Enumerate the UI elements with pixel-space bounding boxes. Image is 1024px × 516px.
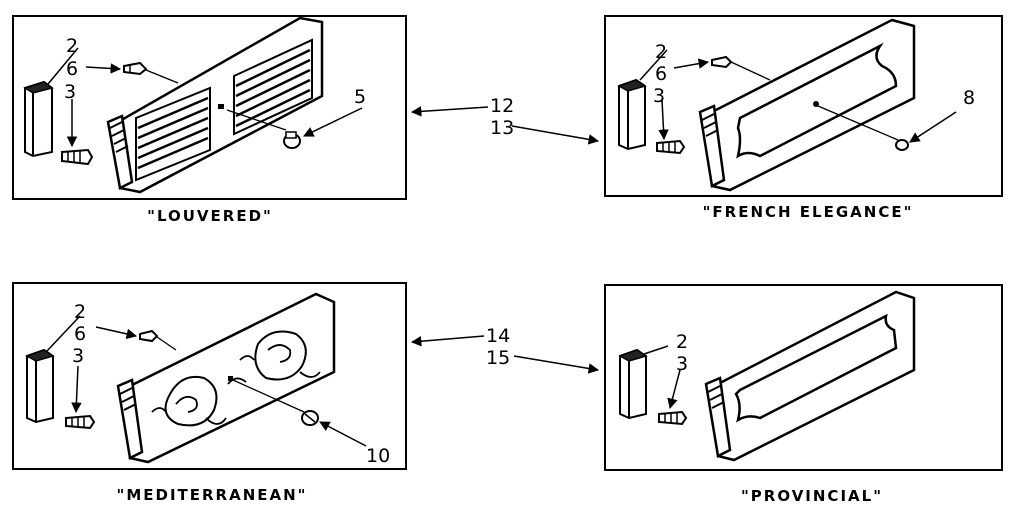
panel-french-elegance: 2 6 3 8 "FRENCH ELEGANCE": [604, 15, 1003, 221]
spacer-block: [23, 80, 54, 158]
callout-2: 2: [66, 35, 78, 57]
shared-callouts-top: 12 13: [410, 95, 600, 145]
mediterranean-panel: [116, 292, 336, 464]
panel-louvered: 2 6 3 5 "LOUVERED": [12, 15, 407, 225]
pin: [139, 329, 159, 343]
panel-caption: "FRENCH ELEGANCE": [703, 203, 914, 221]
louvered-panel: [106, 16, 324, 194]
panel-caption: "LOUVERED": [147, 207, 273, 225]
knob: [283, 131, 301, 149]
callout-10: 10: [366, 445, 390, 467]
panel-caption: "PROVINCIAL": [741, 487, 883, 505]
callout-2: 2: [74, 301, 86, 323]
callout-5: 5: [354, 86, 366, 108]
spacer-block: [618, 348, 648, 420]
panel-frame: [604, 15, 1003, 197]
spacer-block: [617, 78, 647, 151]
pin: [711, 55, 733, 69]
callout-3: 3: [653, 85, 665, 107]
panel-frame: [604, 284, 1003, 471]
provincial-panel: [704, 290, 916, 462]
callout-3: 3: [676, 353, 688, 375]
screw: [65, 414, 96, 430]
panel-caption: "MEDITERRANEAN": [117, 486, 308, 504]
screw: [656, 139, 686, 155]
spacer-block: [25, 348, 55, 424]
callout-13: 13: [490, 117, 514, 139]
shared-callouts-bottom: 14 15: [410, 325, 600, 374]
screw: [61, 148, 94, 166]
callout-3: 3: [72, 345, 84, 367]
panel-mediterranean: 2 6 3 10 "MEDITERRANEAN": [12, 282, 407, 504]
callout-8: 8: [963, 87, 975, 109]
callout-12: 12: [490, 95, 514, 117]
callout-14: 14: [486, 325, 510, 347]
french-panel: [698, 18, 916, 192]
panel-provincial: 2 3 "PROVINCIAL": [604, 284, 1003, 505]
callout-3: 3: [64, 81, 76, 103]
callout-2: 2: [655, 41, 667, 63]
knob: [895, 139, 909, 151]
callout-15: 15: [486, 347, 510, 369]
panel-frame: [12, 15, 407, 200]
callout-6: 6: [74, 323, 86, 345]
callout-6: 6: [655, 63, 667, 85]
panel-frame: [12, 282, 407, 470]
callout-2: 2: [676, 331, 688, 353]
knob: [301, 410, 319, 426]
screw: [658, 410, 688, 426]
callout-6: 6: [66, 58, 78, 80]
pin: [123, 61, 148, 76]
